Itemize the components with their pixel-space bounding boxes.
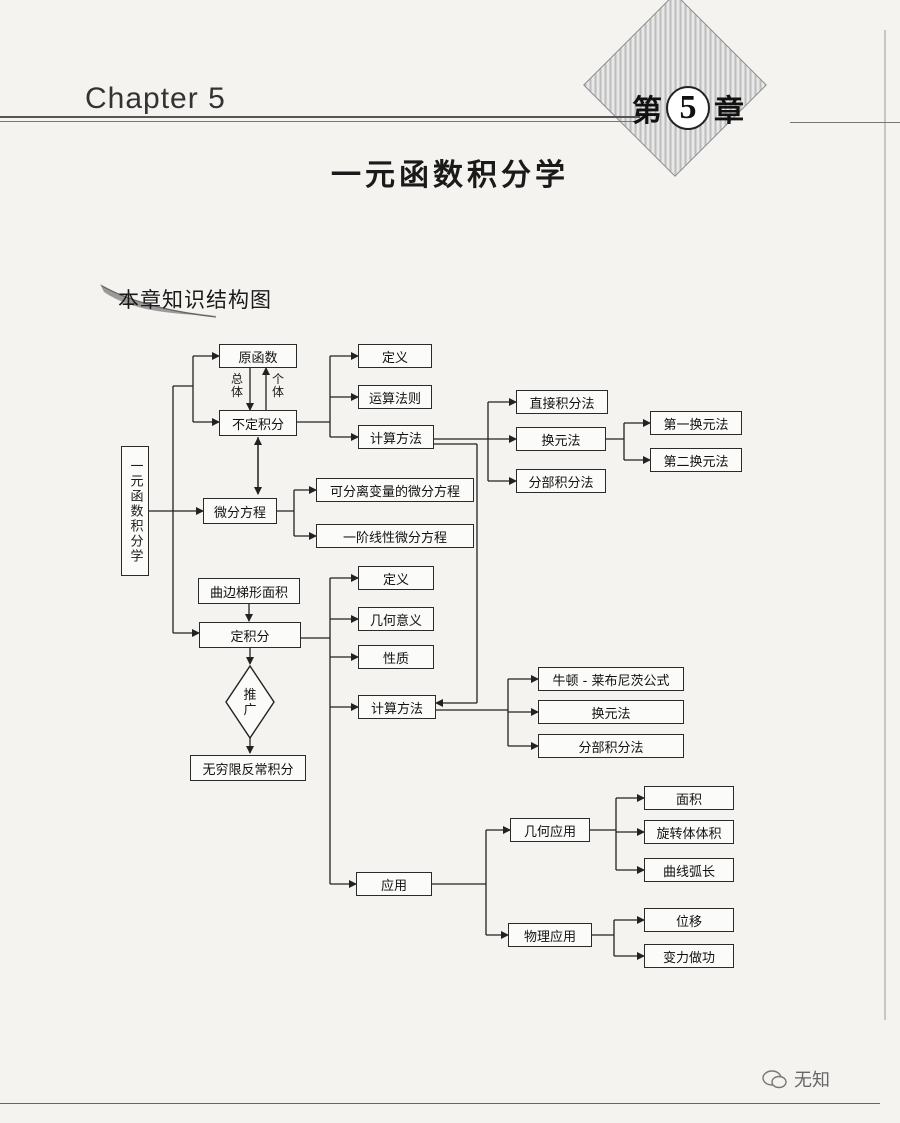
chapter-number: 5: [666, 86, 710, 130]
node-improper-integral: 无穷限反常积分: [190, 755, 306, 781]
node-def-calc-method: 计算方法: [358, 695, 436, 719]
promote-diamond-shape: [225, 664, 275, 740]
node-displacement: 位移: [644, 908, 734, 932]
node-def-definition: 定义: [358, 566, 434, 590]
node-variable-force-work: 变力做功: [644, 944, 734, 968]
header-rule-right: [790, 122, 900, 123]
section-heading: 本章知识结构图: [98, 280, 318, 322]
header-rule: [0, 116, 640, 118]
watermark: 无知: [762, 1066, 830, 1092]
node-def-substitution: 换元法: [538, 700, 684, 724]
node-indef-definition: 定义: [358, 344, 432, 368]
node-geometric-meaning: 几何意义: [358, 607, 434, 631]
brush-stroke-icon: [100, 284, 218, 318]
node-root: 一元函数积分学: [121, 446, 149, 576]
footer-rule: [0, 1103, 880, 1104]
node-properties: 性质: [358, 645, 434, 669]
node-definite-integral: 定积分: [199, 622, 301, 648]
page-title: 一元函数积分学: [331, 158, 569, 193]
node-first-order-linear-de: 一阶线性微分方程: [316, 524, 474, 548]
section-title: 本章知识结构图: [118, 288, 272, 312]
node-application: 应用: [356, 872, 432, 896]
label-whole: 总体: [230, 372, 243, 399]
node-integration-by-parts: 分部积分法: [516, 469, 606, 493]
node-area: 面积: [644, 786, 734, 810]
node-differential-equation: 微分方程: [203, 498, 277, 524]
node-promote: 推广: [243, 688, 257, 718]
node-primitive-function: 原函数: [219, 344, 297, 368]
chapter-label-en: Chapter 5: [85, 82, 226, 115]
node-geometric-application: 几何应用: [510, 818, 590, 842]
node-substitution: 换元法: [516, 427, 606, 451]
node-newton-leibniz: 牛顿 - 莱布尼茨公式: [538, 667, 684, 691]
node-arc-length: 曲线弧长: [644, 858, 734, 882]
chapter-label-cn: 第 5 章: [632, 86, 744, 130]
node-separable-de: 可分离变量的微分方程: [316, 478, 474, 502]
watermark-text: 无知: [794, 1070, 830, 1091]
wechat-icon: [762, 1070, 787, 1089]
node-indef-rules: 运算法则: [358, 385, 432, 409]
node-indef-calc-method: 计算方法: [358, 425, 434, 449]
node-solid-of-revolution-volume: 旋转体体积: [644, 820, 734, 844]
node-indefinite-integral: 不定积分: [219, 410, 297, 436]
node-curved-trapezoid-area: 曲边梯形面积: [198, 578, 300, 604]
chapter-suffix: 章: [714, 94, 744, 129]
node-physical-application: 物理应用: [508, 923, 592, 947]
chapter-prefix: 第: [632, 94, 662, 129]
node-direct-integration: 直接积分法: [516, 390, 608, 414]
node-first-substitution: 第一换元法: [650, 411, 742, 435]
header-rule-thin: [0, 121, 640, 122]
label-individual: 个体: [271, 372, 284, 399]
node-def-by-parts: 分部积分法: [538, 734, 684, 758]
node-second-substitution: 第二换元法: [650, 448, 742, 472]
page-edge-shadow: [884, 30, 886, 1020]
